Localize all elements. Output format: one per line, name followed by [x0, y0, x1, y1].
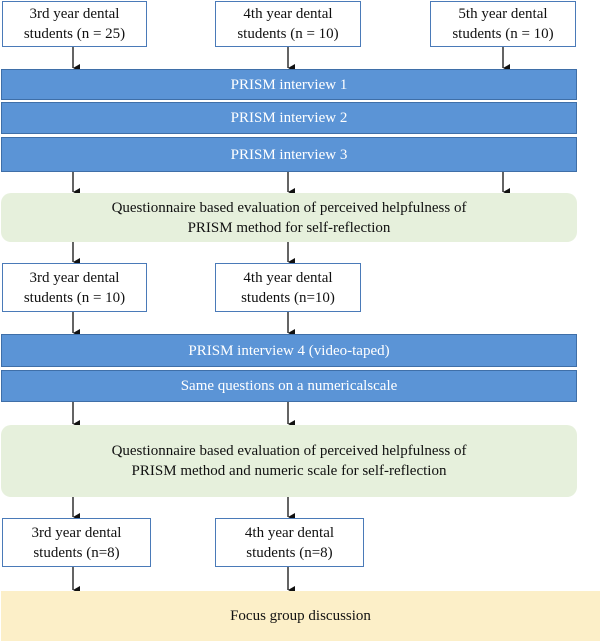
- interview-3-bar: PRISM interview 3: [1, 137, 577, 172]
- numeric-scale-label: Same questions on a numericalscale: [180, 378, 398, 394]
- cohort-year5-initial-label: 5th year dental students (n = 10): [452, 6, 554, 42]
- interview-4-bar: PRISM interview 4 (video-taped): [1, 334, 577, 367]
- cohort-year3-final: 3rd year dental students (n=8): [2, 518, 151, 567]
- cohort-year3-initial-label: 3rd year dental students (n = 25): [23, 6, 126, 42]
- cohort-year3-mid-label: 3rd year dental students (n = 10): [23, 269, 126, 306]
- questionnaire-1-label: Questionnaire based evaluation of percei…: [111, 199, 467, 236]
- questionnaire-2-box: Questionnaire based evaluation of percei…: [1, 425, 577, 497]
- focus-group-box: Focus group discussion: [1, 591, 600, 641]
- cohort-year4-mid: 4th year dental students (n=10): [215, 263, 361, 312]
- interview-1-bar: PRISM interview 1: [1, 69, 577, 100]
- interview-2-bar: PRISM interview 2: [1, 102, 577, 134]
- cohort-year4-initial-label: 4th year dental students (n = 10): [237, 6, 339, 42]
- cohort-year4-initial: 4th year dental students (n = 10): [215, 1, 361, 47]
- numeric-scale-bar: Same questions on a numericalscale: [1, 370, 577, 402]
- questionnaire-2-label: Questionnaire based evaluation of percei…: [111, 443, 467, 479]
- interview-2-label: PRISM interview 2: [230, 110, 348, 126]
- interview-1-label: PRISM interview 1: [230, 76, 348, 93]
- focus-group-label: Focus group discussion: [230, 608, 371, 624]
- cohort-year3-initial: 3rd year dental students (n = 25): [2, 1, 147, 47]
- cohort-year5-initial: 5th year dental students (n = 10): [430, 1, 576, 47]
- cohort-year3-final-label: 3rd year dental students (n=8): [31, 524, 122, 561]
- questionnaire-1-box: Questionnaire based evaluation of percei…: [1, 193, 577, 242]
- interview-4-label: PRISM interview 4 (video-taped): [188, 342, 390, 359]
- cohort-year4-final: 4th year dental students (n=8): [215, 518, 364, 567]
- cohort-year4-mid-label: 4th year dental students (n=10): [241, 269, 335, 306]
- cohort-year4-final-label: 4th year dental students (n=8): [244, 524, 335, 561]
- cohort-year3-mid: 3rd year dental students (n = 10): [2, 263, 147, 312]
- interview-3-label: PRISM interview 3: [230, 146, 348, 163]
